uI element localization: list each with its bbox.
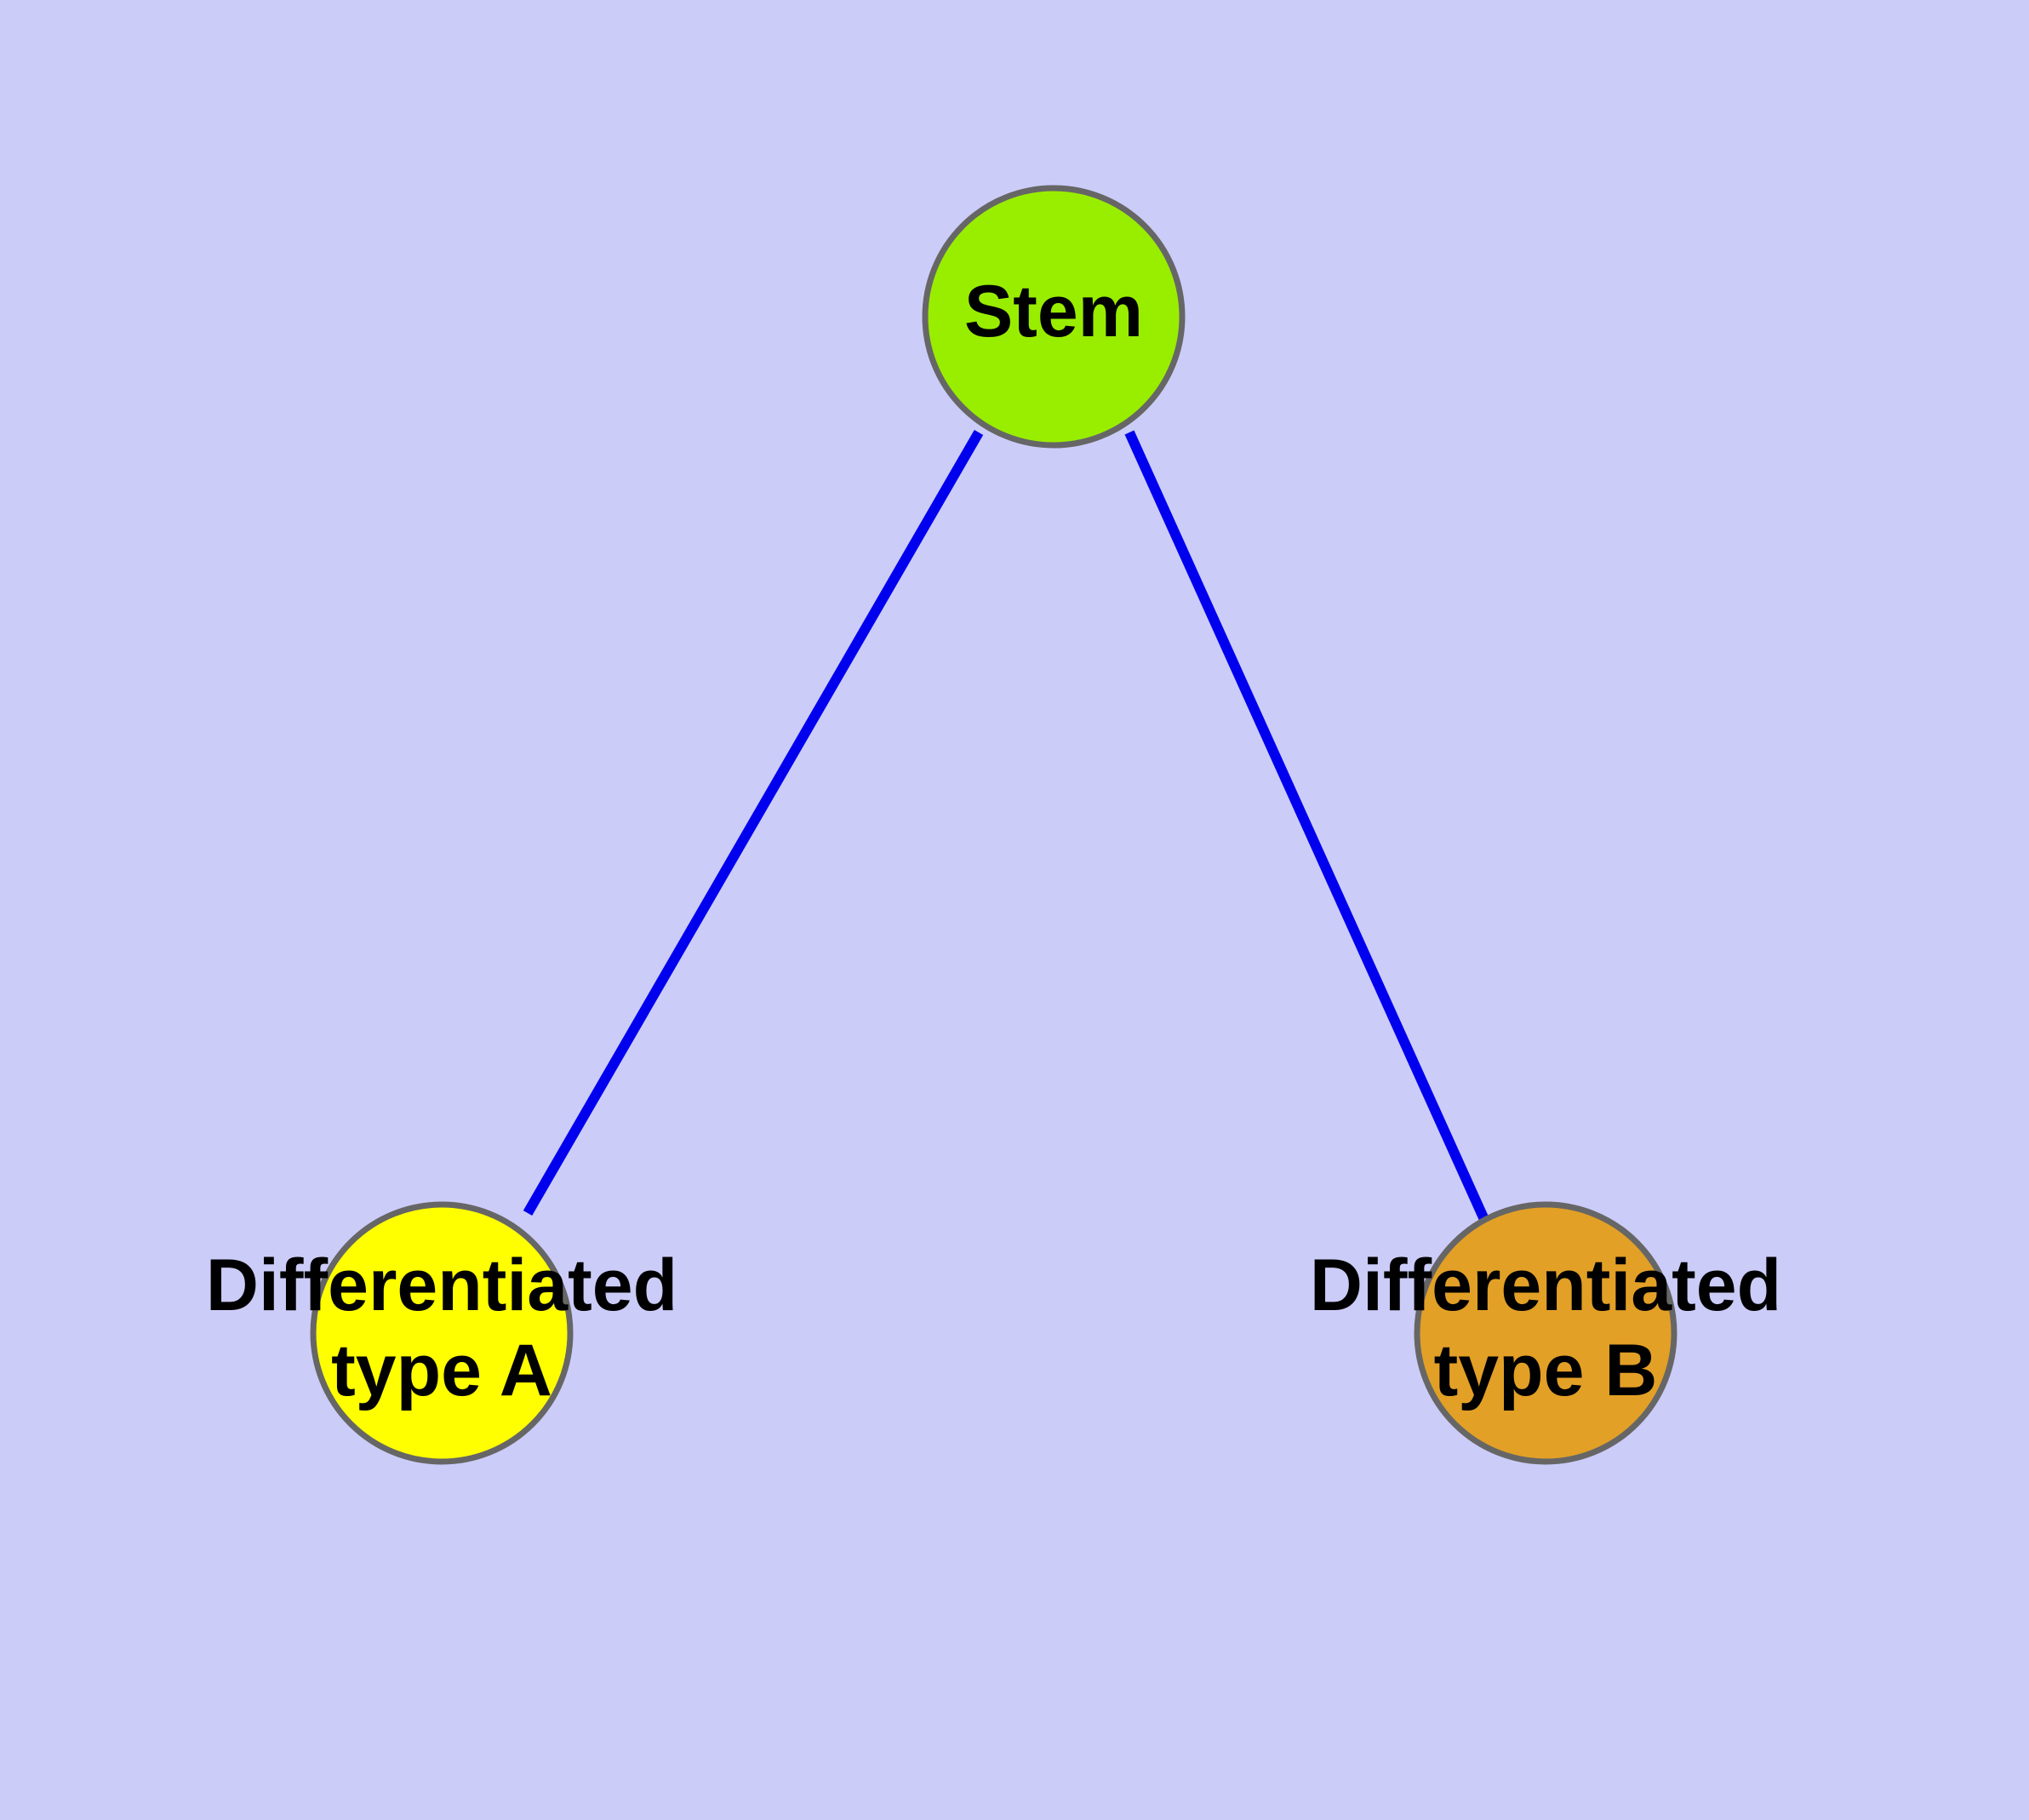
node-layer xyxy=(310,185,1677,1465)
node-stem-circle[interactable] xyxy=(922,185,1186,449)
node-differentiated-type-b-circle[interactable] xyxy=(1414,1201,1677,1465)
edge-stem-to-differentiated-type-a[interactable] xyxy=(523,429,984,1216)
edge-stem-to-differentiated-type-b[interactable] xyxy=(1124,430,1491,1226)
node-stem[interactable] xyxy=(922,185,1186,449)
edge-layer xyxy=(523,429,1491,1226)
node-differentiated-type-a[interactable] xyxy=(310,1201,574,1465)
node-differentiated-type-a-circle[interactable] xyxy=(310,1201,574,1465)
node-differentiated-type-b[interactable] xyxy=(1414,1201,1677,1465)
